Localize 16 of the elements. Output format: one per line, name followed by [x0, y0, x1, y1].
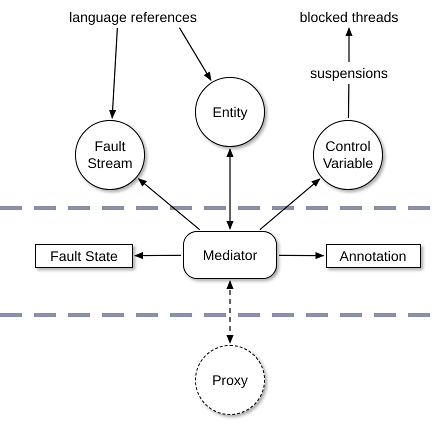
label-text: suspensions: [299, 64, 399, 82]
connector-line: [348, 84, 350, 118]
arrow: [259, 178, 320, 230]
arrow: [226, 148, 234, 230]
arrow: [138, 178, 200, 230]
rounded-box: Mediator: [183, 231, 277, 279]
arrow: [345, 27, 353, 62]
arrow: [134, 252, 181, 260]
label-text: blocked threads: [294, 8, 404, 26]
arrow: [178, 27, 212, 82]
arrow: [279, 252, 324, 260]
process-box: Fault State: [35, 244, 133, 268]
arrow: [109, 28, 118, 119]
arrow: [226, 280, 234, 344]
label-text: language references: [58, 8, 208, 26]
process-box: Annotation: [326, 244, 420, 268]
